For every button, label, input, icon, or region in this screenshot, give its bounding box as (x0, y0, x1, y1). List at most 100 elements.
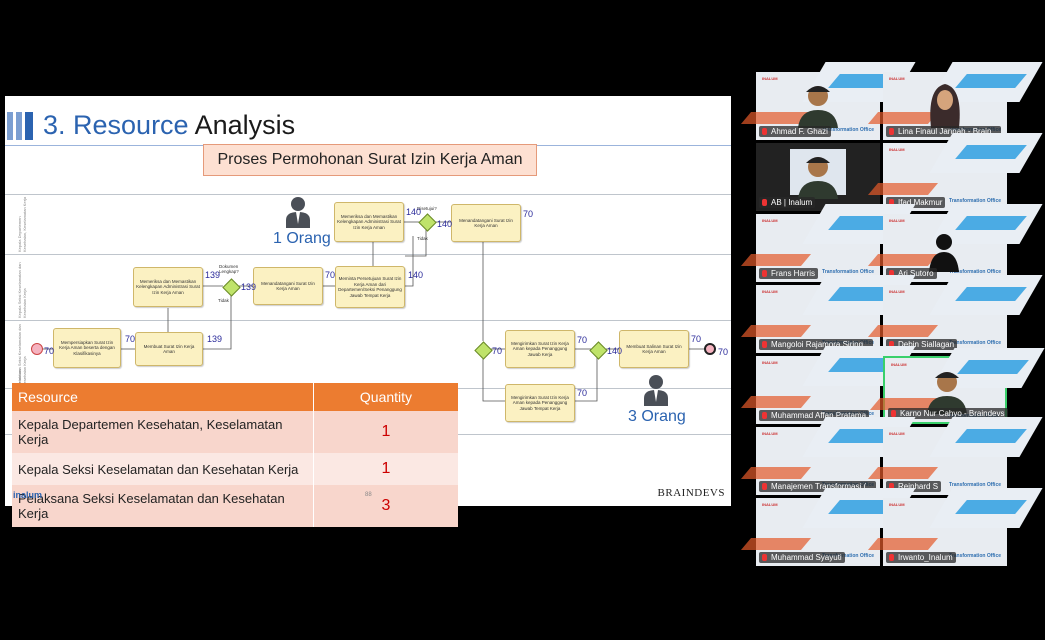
gateway-approved-label: Disetujui? (417, 206, 437, 211)
lane-department-head (5, 194, 731, 255)
transformation-office-logo: Transformation Office (822, 553, 874, 559)
mic-muted-icon (889, 199, 894, 206)
company-logo: INALUM (762, 218, 778, 223)
mic-muted-icon (889, 270, 894, 277)
transformation-office-logo: Transformation Office (949, 269, 1001, 275)
time-label: 139 (205, 270, 221, 280)
person-icon-bottom (644, 375, 668, 406)
task-send-to-work-pic: Mengirimkan Surat Izin Kerja Aman kepada… (505, 330, 575, 368)
transformation-office-logo: Transformation Office (822, 269, 874, 275)
person-count-bottom: 3 Orang (628, 408, 686, 425)
inalum-logo: inalum (13, 490, 43, 500)
company-logo: INALUM (762, 431, 778, 436)
mic-muted-icon (762, 412, 767, 419)
participant-name: Karno Nur Cahyo - Braindevs (888, 408, 1008, 419)
mic-muted-icon (762, 554, 767, 561)
task-create-permit: Membuat Surat Izin Kerja Aman (135, 332, 203, 366)
gateway-documents-complete-label: Dokumen Lengkap? (219, 264, 239, 274)
start-event (31, 343, 43, 355)
task-send-to-workplace-pic: Mengirimkan Surat Izin Kerja Aman kepada… (505, 384, 575, 422)
task-sign-permit-section: Menandatangani Surat Izin Kerja Aman (253, 267, 323, 305)
participant-tile[interactable]: AB | Inalum (756, 143, 880, 211)
participant-video (798, 157, 838, 199)
gateway-documents-no-label: Tidak (218, 298, 229, 303)
company-logo: INALUM (889, 289, 905, 294)
company-logo: INALUM (889, 218, 905, 223)
company-logo: INALUM (889, 502, 905, 507)
quantity-cell: 1 (313, 411, 458, 453)
slide-page-indicator: 88 (365, 492, 372, 498)
time-label: 70 (325, 270, 336, 280)
time-label: 70 (492, 346, 503, 356)
participant-name: Reinhard S (886, 481, 942, 492)
participant-name: Mangoloi Rajamora Siring... (759, 339, 873, 350)
participant-name: Muhammad Affan Pratama (759, 410, 870, 421)
time-label: 140 (607, 346, 623, 356)
transformation-office-logo: Transformation Office (822, 127, 874, 133)
time-label: 140 (437, 219, 453, 229)
company-logo: INALUM (889, 76, 905, 81)
participant-name: Irwanto_Inalum (886, 552, 956, 563)
participant-video (929, 234, 959, 272)
participant-name: Manajemen Transformasi (... (759, 481, 876, 492)
participant-name: Ari Sutoro (886, 268, 937, 279)
mic-muted-icon (889, 128, 894, 135)
transformation-office-logo: Transformation Office (949, 198, 1001, 204)
time-label: 70 (691, 334, 702, 344)
company-logo: INALUM (762, 502, 778, 507)
person-icon-top (286, 197, 310, 228)
company-logo: INALUM (889, 431, 905, 436)
mic-muted-icon (889, 341, 894, 348)
quantity-header: Quantity (313, 383, 458, 411)
participant-name: Ahmad F. Ghazi (759, 126, 831, 137)
task-sign-permit-department: Menandatangani Surat Izin Kerja Aman (451, 204, 521, 242)
time-label: 70 (718, 347, 729, 357)
time-label: 70 (577, 335, 588, 345)
resource-cell: Kepala Seksi Keselamatan dan Kesehatan K… (12, 453, 314, 485)
task-copy-permit: Membuat Salinan Surat Izin Kerja Aman (619, 330, 689, 368)
resource-cell: Kepala Departemen Kesehatan, Keselamatan… (12, 411, 314, 453)
quantity-cell: 3 (313, 485, 458, 527)
transformation-office-logo: Transformation Office (949, 340, 1001, 346)
participant-video (930, 84, 960, 128)
participant-name: Muhammad Syayuti (759, 552, 845, 563)
mic-muted-icon (891, 410, 896, 417)
braindevs-logo: BRAINDEVS (657, 487, 725, 499)
time-label: 139 (207, 334, 223, 344)
time-label: 70 (577, 388, 588, 398)
lane-section-head (5, 254, 731, 321)
participant-tile[interactable]: INALUM Transformation Office Ari Sutoro (867, 204, 1043, 282)
resource-table: Resource Quantity Kepala Departemen Kese… (12, 383, 458, 527)
transformation-office-logo: Transformation Office (949, 553, 1001, 559)
mic-muted-icon (889, 483, 894, 490)
time-label: 139 (241, 282, 257, 292)
resource-cell: Pelaksana Seksi Keselamatan dan Kesehata… (12, 485, 314, 527)
slide-subtitle: Proses Permohonan Surat Izin Kerja Aman (203, 144, 537, 176)
company-logo: INALUM (889, 147, 905, 152)
slide-title: 3. Resource Analysis (43, 110, 296, 140)
gateway-approved-no-label: Tidak (417, 236, 428, 241)
table-row: Pelaksana Seksi Keselamatan dan Kesehata… (12, 485, 458, 527)
task-check-admin-department: Memeriksa dan Memastikan Kelengkapan Adm… (334, 202, 404, 242)
company-logo: INALUM (891, 362, 907, 367)
mic-muted-icon (889, 554, 894, 561)
time-label: 70 (523, 209, 534, 219)
lane-section-staff (5, 320, 731, 389)
participant-name: Debin Siallagan (886, 339, 958, 350)
person-count-top: 1 Orang (273, 230, 331, 247)
participant-name: AB | Inalum (759, 197, 816, 208)
company-logo: INALUM (762, 360, 778, 365)
